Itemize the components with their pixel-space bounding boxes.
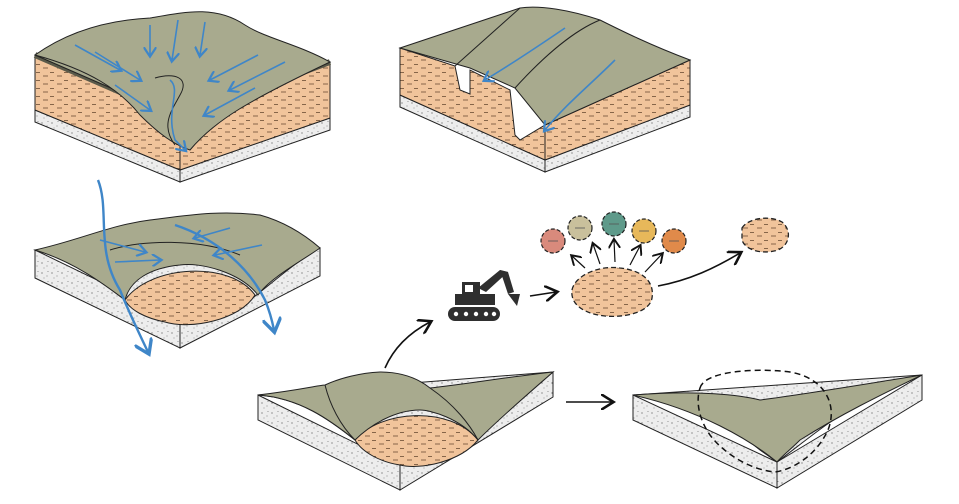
- flow-arrow-to-excavator: [384, 322, 430, 369]
- restored-valley-block: [632, 369, 923, 489]
- landfill-cross-section-block: [257, 371, 555, 491]
- valley-catchment-block: [33, 11, 332, 183]
- capped-landfill-block: [33, 179, 321, 352]
- excavator-icon: [448, 270, 520, 321]
- material-sorting-blob: [572, 240, 662, 318]
- flow-arrow-to-reuse: [657, 253, 740, 287]
- sorted-fractions: [540, 211, 687, 254]
- reused-material-blob: [741, 217, 789, 253]
- flow-arrow-to-sorting: [529, 292, 556, 296]
- terraced-slope-block: [398, 6, 692, 173]
